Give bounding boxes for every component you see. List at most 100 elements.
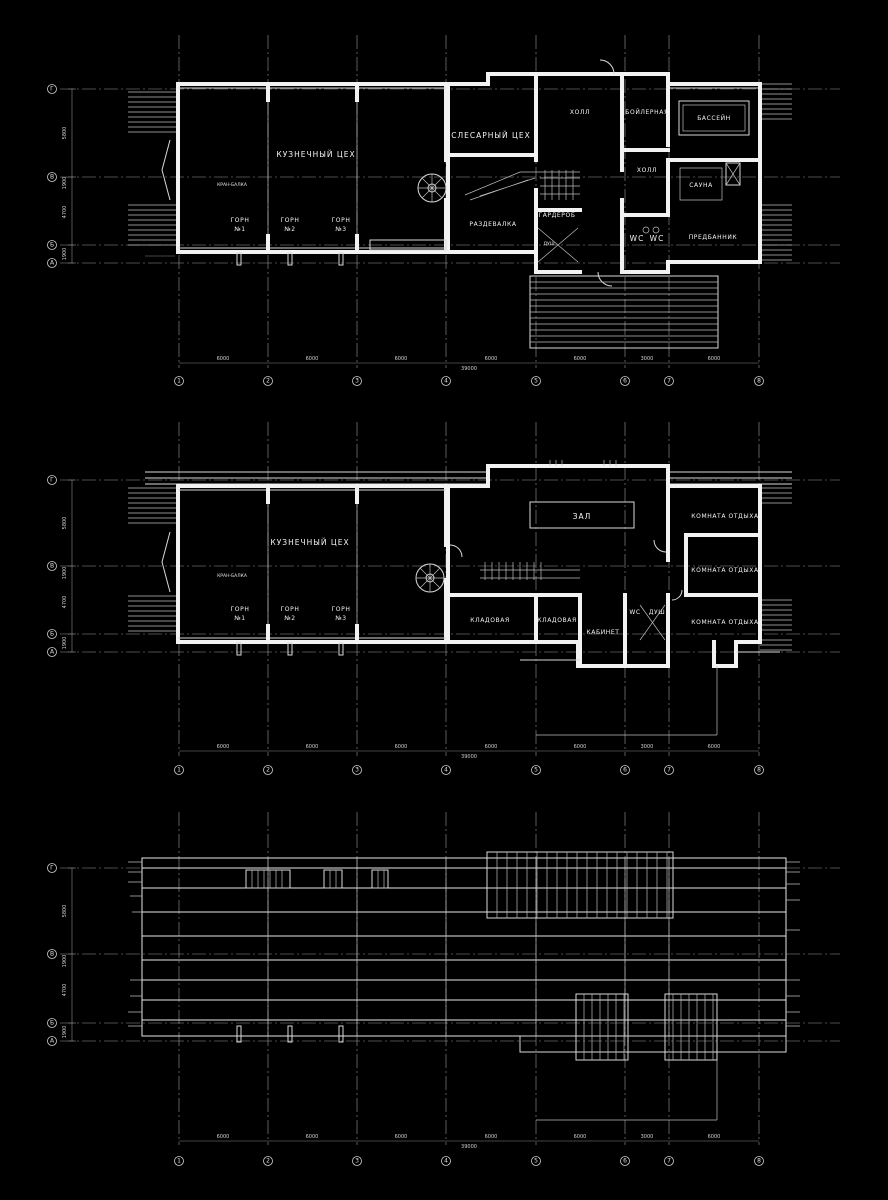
column-axis-bubbles: 1 2 3 4 5 6 7 8	[174, 1156, 764, 1166]
label-anteroom: ПРЕДБАННИК	[689, 234, 738, 241]
svg-text:1: 1	[177, 1158, 181, 1165]
svg-text:2: 2	[266, 378, 270, 385]
svg-text:1: 1	[177, 767, 181, 774]
label-office: КАБИНЕТ	[586, 629, 619, 636]
label-storage-1: КЛАДОВАЯ	[470, 617, 509, 624]
row-axis-bubbles: Г В Б А	[47, 84, 57, 268]
label-wardrobe: ГАРДЕРОБ	[538, 212, 575, 219]
svg-text:Г: Г	[50, 865, 54, 872]
vertical-dimensions: 5800 1900 4700 1900	[62, 479, 76, 653]
axis-row-a: А	[50, 260, 55, 267]
label-forge: КУЗНЕЧНЫЙ ЦЕХ	[276, 150, 355, 159]
svg-text:ГОРН: ГОРН	[231, 606, 250, 613]
svg-text:8: 8	[757, 767, 761, 774]
row-axis-bubbles: Г В Б А	[47, 475, 57, 657]
svg-text:2: 2	[266, 1158, 270, 1165]
label-locksmith: СЛЕСАРНЫЙ ЦЕХ	[451, 131, 530, 140]
svg-text:В: В	[50, 563, 54, 570]
svg-text:39000: 39000	[461, 1144, 477, 1150]
svg-text:7: 7	[667, 767, 671, 774]
svg-text:1900: 1900	[62, 637, 68, 650]
roof-outline	[128, 857, 800, 1121]
label-furnace3-num: №3	[335, 226, 346, 233]
dim-5800: 5800	[62, 127, 68, 140]
label-sauna: САУНА	[689, 182, 713, 189]
svg-text:6: 6	[623, 1158, 627, 1165]
label-furnace2-num: №2	[284, 226, 295, 233]
svg-text:4: 4	[444, 1158, 448, 1165]
svg-text:6000: 6000	[708, 744, 721, 750]
svg-text:В: В	[50, 951, 54, 958]
column-axis-bubbles: 1 2 3 4 5 6 7 8	[174, 376, 764, 386]
left-louvres	[128, 91, 176, 246]
label-crane: КРАН-БАЛКА	[217, 182, 248, 188]
svg-text:№1: №1	[234, 615, 245, 622]
svg-text:6000: 6000	[574, 744, 587, 750]
label-forge: КУЗНЕЧНЫЙ ЦЕХ	[270, 538, 349, 547]
fixtures	[369, 59, 750, 287]
svg-text:6000: 6000	[217, 1134, 230, 1140]
room-labels: КУЗНЕЧНЫЙ ЦЕХ КРАН-БАЛКА ГОРН №1 ГОРН №2…	[217, 512, 759, 636]
label-rest-3: КОМНАТА ОТДЫХА	[691, 619, 759, 626]
svg-text:6000: 6000	[395, 1134, 408, 1140]
svg-text:Г: Г	[50, 477, 54, 484]
svg-text:А: А	[50, 649, 55, 656]
svg-text:6000: 6000	[485, 1134, 498, 1140]
fixtures	[415, 501, 718, 736]
svg-text:6: 6	[623, 767, 627, 774]
label-hall2: ХОЛЛ	[637, 167, 657, 174]
svg-text:6000: 6000	[395, 744, 408, 750]
label-boiler: БОЙЛЕРНАЯ	[625, 109, 668, 116]
axis-row-g: Г	[50, 86, 54, 93]
svg-text:8: 8	[757, 378, 761, 385]
label-wc: WC	[629, 609, 640, 616]
dim-4700: 4700	[62, 206, 68, 219]
label-furnace2: ГОРН	[281, 217, 300, 224]
svg-text:№3: №3	[335, 615, 346, 622]
svg-text:5: 5	[534, 1158, 538, 1165]
walls	[176, 464, 780, 668]
svg-text:1900: 1900	[62, 1026, 68, 1039]
svg-text:6000: 6000	[217, 744, 230, 750]
axis-row-v: В	[50, 174, 54, 181]
walls	[176, 72, 762, 274]
room-labels: КУЗНЕЧНЫЙ ЦЕХ КРАН-БАЛКА ГОРН №1 ГОРН №2…	[217, 109, 737, 247]
svg-text:5: 5	[534, 767, 538, 774]
dim-1900: 1900	[62, 177, 68, 190]
svg-text:7: 7	[667, 378, 671, 385]
svg-text:6000: 6000	[708, 356, 721, 362]
label-hall-room: ЗАЛ	[573, 512, 592, 521]
label-storage-2: КЛАДОВАЯ	[537, 617, 576, 624]
svg-text:6000: 6000	[485, 356, 498, 362]
svg-text:6000: 6000	[306, 1134, 319, 1140]
svg-text:ГОРН: ГОРН	[281, 606, 300, 613]
svg-text:5: 5	[534, 378, 538, 385]
svg-text:Б: Б	[50, 631, 54, 638]
label-crane: КРАН-БАЛКА	[217, 573, 248, 579]
porch-deck	[529, 275, 719, 349]
label-rest-2: КОМНАТА ОТДЫХА	[691, 567, 759, 574]
svg-text:3: 3	[355, 767, 359, 774]
svg-text:3000: 3000	[641, 744, 654, 750]
svg-text:3000: 3000	[641, 1134, 654, 1140]
svg-text:6: 6	[623, 378, 627, 385]
label-shower: ДУШ	[649, 609, 666, 616]
label-shower: ДУШ	[543, 241, 554, 247]
label-furnace1: ГОРН	[231, 217, 250, 224]
axis-row-b: Б	[50, 242, 54, 249]
svg-text:1900: 1900	[62, 567, 68, 580]
svg-text:6000: 6000	[708, 1134, 721, 1140]
label-pool: БАССЕЙН	[697, 115, 731, 122]
label-wc2: WC	[650, 234, 665, 243]
svg-text:Б: Б	[50, 1020, 54, 1027]
label-dressing: РАЗДЕВАЛКА	[469, 221, 516, 228]
svg-text:3: 3	[355, 1158, 359, 1165]
svg-text:4700: 4700	[62, 984, 68, 997]
svg-text:6000: 6000	[306, 356, 319, 362]
label-furnace3: ГОРН	[332, 217, 351, 224]
svg-text:1: 1	[177, 378, 181, 385]
horizontal-dimensions: 6000 6000 6000 6000 6000 3000 6000 39000	[179, 744, 759, 760]
svg-text:ГОРН: ГОРН	[332, 606, 351, 613]
label-wc1: WC	[630, 234, 645, 243]
